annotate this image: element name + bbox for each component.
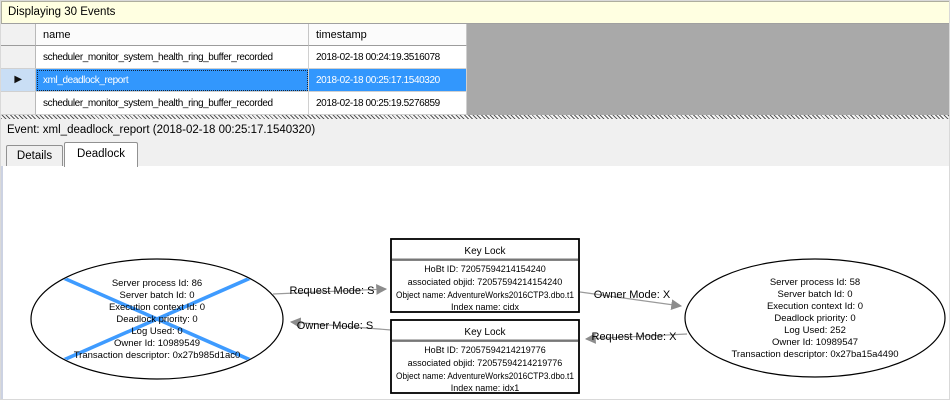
edge-label-owner-x: Owner Mode: X xyxy=(594,289,671,301)
lock-attr: Object name: AdventureWorks2016CTP3.dbo.… xyxy=(396,371,574,381)
row-header-cell[interactable] xyxy=(1,46,36,69)
process-attr: Deadlock priority: 0 xyxy=(774,313,855,324)
lock-attr: Index name: cidx xyxy=(451,302,520,312)
horizontal-splitter[interactable] xyxy=(1,115,949,119)
process-node[interactable]: Server process Id: 58 Server batch Id: 0… xyxy=(684,258,946,378)
edge-label-request-s: Request Mode: S xyxy=(290,285,375,297)
events-grid: name timestamp scheduler_monitor_system_… xyxy=(1,24,949,115)
edge-request-x-line xyxy=(584,333,688,344)
process-attr: Server process Id: 86 xyxy=(112,278,202,289)
grid-corner-cell xyxy=(1,24,36,46)
resource-node-key-lock-top[interactable]: Key Lock HoBt ID: 72057594214154240 asso… xyxy=(390,238,580,313)
process-attr: Execution context Id: 0 xyxy=(109,302,205,313)
current-row-arrow-icon: ▶ xyxy=(14,74,22,85)
process-attr: Owner Id: 10989547 xyxy=(772,337,858,348)
lock-title: Key Lock xyxy=(464,246,506,257)
detail-tabs: Details Deadlock xyxy=(1,141,949,167)
process-attr: Execution context Id: 0 xyxy=(767,301,863,312)
edge-lines xyxy=(272,284,688,344)
lock-attr: HoBt ID: 72057594214154240 xyxy=(424,264,546,274)
table-row-selected[interactable]: ▶ xml_deadlock_report 2018-02-18 00:25:1… xyxy=(1,69,467,92)
edge-owner-x-line xyxy=(579,291,683,311)
lock-attr: associated objid: 72057594214219776 xyxy=(408,358,563,368)
selected-event-label: Event: xml_deadlock_report (2018-02-18 0… xyxy=(1,119,949,141)
cell-timestamp[interactable]: 2018-02-18 00:24:19.3516078 xyxy=(309,46,467,69)
process-attr: Server batch Id: 0 xyxy=(120,290,195,301)
victim-cross-icon xyxy=(42,267,272,371)
process-attr: Server batch Id: 0 xyxy=(778,289,853,300)
process-attr: Log Used: 0 xyxy=(131,326,182,337)
resource-node-key-lock-bottom[interactable]: Key Lock HoBt ID: 72057594214219776 asso… xyxy=(390,319,580,394)
column-header-name[interactable]: name xyxy=(36,24,309,46)
table-row[interactable]: scheduler_monitor_system_health_ring_buf… xyxy=(1,92,467,115)
process-attr: Transaction descriptor: 0x27b985d1ac0 xyxy=(74,350,241,361)
cell-timestamp[interactable]: 2018-02-18 00:25:17.1540320 xyxy=(309,69,467,92)
column-header-timestamp[interactable]: timestamp xyxy=(309,24,467,46)
process-node-victim[interactable]: Server process Id: 86 Server batch Id: 0… xyxy=(30,258,284,380)
process-attr: Server process Id: 58 xyxy=(770,277,860,288)
lock-attr: Index name: idx1 xyxy=(451,383,520,393)
tab-deadlock[interactable]: Deadlock xyxy=(64,142,138,167)
lock-attr: associated objid: 72057594214154240 xyxy=(408,277,563,287)
lock-attr: Object name: AdventureWorks2016CTP3.dbo.… xyxy=(396,290,574,300)
process-attr: Owner Id: 10989549 xyxy=(114,338,200,349)
row-header-cell[interactable]: ▶ xyxy=(1,69,36,92)
lock-attr: HoBt ID: 72057594214219776 xyxy=(424,345,546,355)
lock-title: Key Lock xyxy=(464,327,506,338)
row-header-cell[interactable] xyxy=(1,92,36,115)
deadlock-graph: Request Mode: S Owner Mode: S Owner Mode… xyxy=(30,238,946,394)
edge-label-request-x: Request Mode: X xyxy=(592,331,678,343)
process-attr: Transaction descriptor: 0x27ba15a4490 xyxy=(731,349,898,360)
tab-details[interactable]: Details xyxy=(6,145,63,166)
cell-name[interactable]: scheduler_monitor_system_health_ring_buf… xyxy=(36,92,309,115)
edge-request-s-line xyxy=(272,284,388,295)
table-row[interactable]: scheduler_monitor_system_health_ring_buf… xyxy=(1,46,467,69)
cell-name[interactable]: scheduler_monitor_system_health_ring_buf… xyxy=(36,46,309,69)
edge-owner-s-line xyxy=(289,317,392,331)
process-attr: Log Used: 252 xyxy=(784,325,846,336)
grid-header-row: name timestamp xyxy=(1,24,467,46)
events-count-bar: Displaying 30 Events xyxy=(1,1,949,24)
process-attr: Deadlock priority: 0 xyxy=(116,314,197,325)
cell-timestamp[interactable]: 2018-02-18 00:25:19.5276859 xyxy=(309,92,467,115)
edge-label-owner-s: Owner Mode: S xyxy=(297,320,373,332)
cell-name[interactable]: xml_deadlock_report xyxy=(36,69,309,92)
